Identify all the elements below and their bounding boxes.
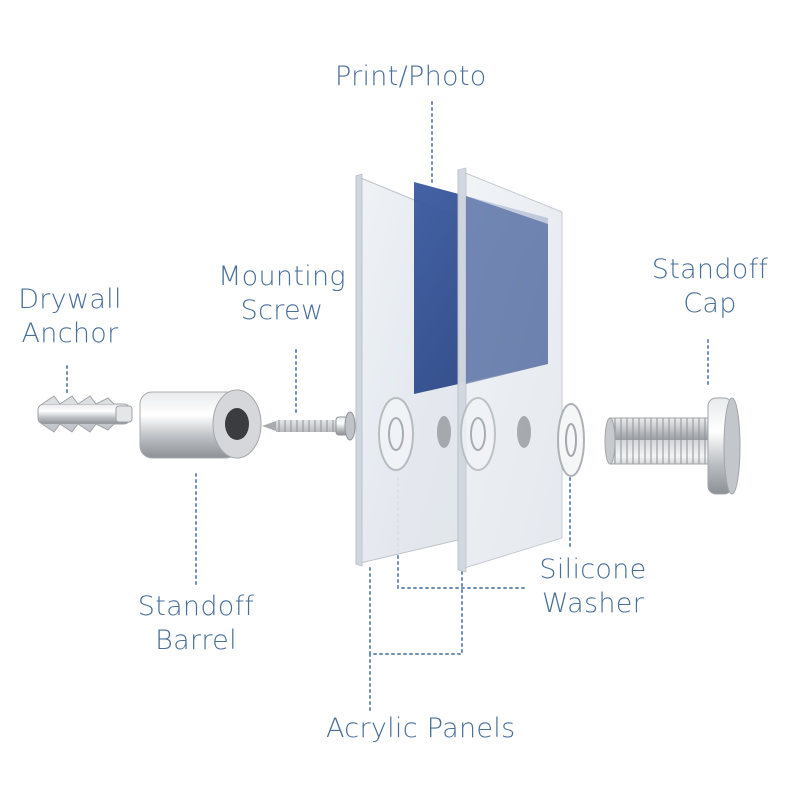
label-standoff-barrel: Standoff Barrel bbox=[126, 590, 266, 658]
label-print-photo: Print/Photo bbox=[335, 60, 487, 94]
label-standoff-cap-line2: Cap bbox=[683, 288, 737, 319]
standoff-barrel-part bbox=[139, 389, 262, 459]
label-drywall-anchor: Drywall Anchor bbox=[8, 283, 132, 351]
label-mounting-screw-line1: Mounting bbox=[218, 261, 346, 292]
label-acrylic-panels-text: Acrylic Panels bbox=[326, 713, 516, 744]
mounting-screw-part bbox=[262, 411, 356, 441]
label-standoff-cap-line1: Standoff bbox=[651, 254, 769, 285]
label-silicone-washer-line1: Silicone bbox=[539, 554, 647, 585]
label-standoff-barrel-line1: Standoff bbox=[137, 591, 255, 622]
label-drywall-anchor-line1: Drywall bbox=[18, 284, 122, 315]
silicone-washer-part bbox=[378, 397, 585, 477]
standoff-cap-part bbox=[604, 397, 741, 495]
leader-acrylic-panels bbox=[369, 567, 463, 655]
label-mounting-screw: Mounting Screw bbox=[204, 260, 360, 328]
label-mounting-screw-line2: Screw bbox=[240, 295, 324, 326]
panel-holes bbox=[437, 416, 531, 448]
label-standoff-cap: Standoff Cap bbox=[640, 253, 780, 321]
label-standoff-barrel-line2: Barrel bbox=[155, 625, 237, 656]
label-silicone-washer-line2: Washer bbox=[541, 588, 645, 619]
label-silicone-washer: Silicone Washer bbox=[528, 553, 658, 621]
label-drywall-anchor-line2: Anchor bbox=[21, 318, 119, 349]
drywall-anchor-part bbox=[37, 395, 133, 433]
label-acrylic-panels: Acrylic Panels bbox=[326, 712, 515, 746]
label-print-photo-text: Print/Photo bbox=[335, 61, 487, 92]
acrylic-panel-front bbox=[457, 167, 563, 573]
